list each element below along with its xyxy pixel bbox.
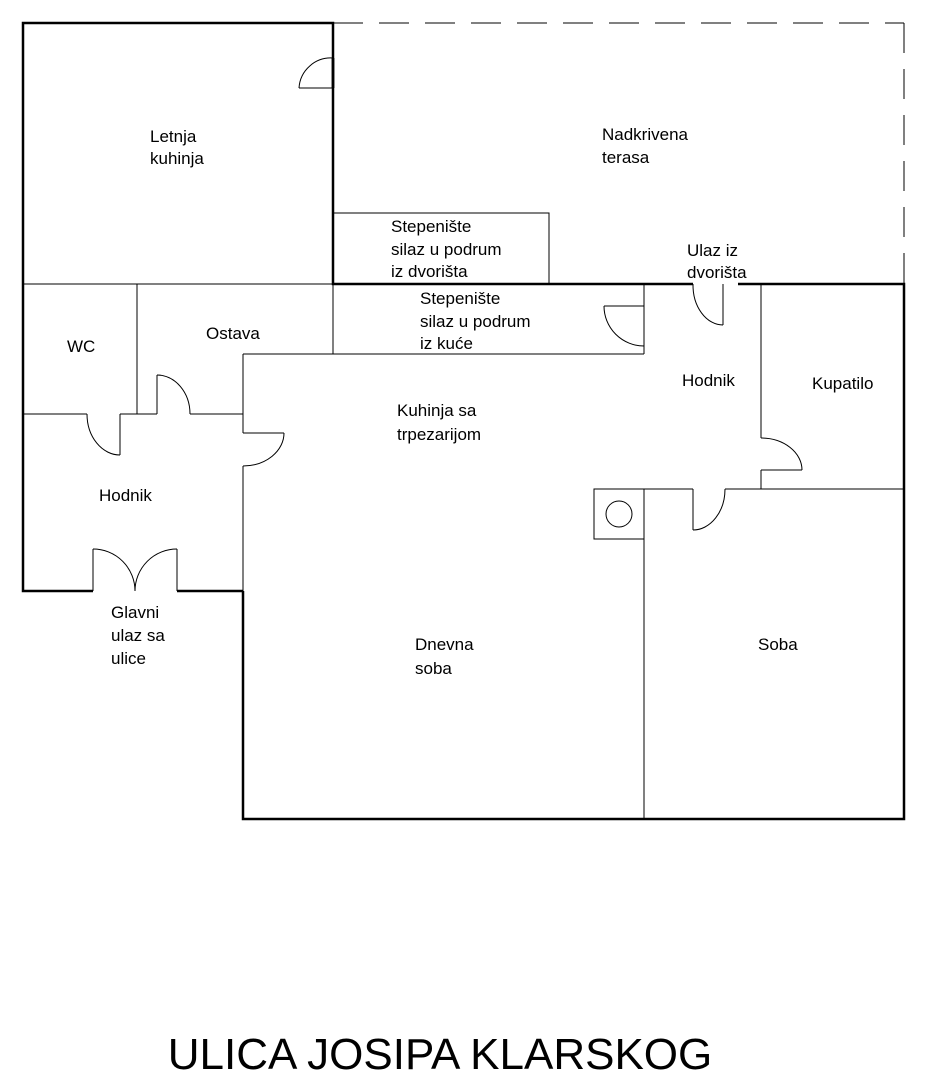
chimney: [593, 488, 645, 540]
label-kuhinja-trpezarija: Kuhinja sa trpezarijom: [397, 401, 481, 444]
label-ulaz-dvorista: Ulaz iz dvorišta: [687, 241, 747, 282]
label-dnevna-soba: Dnevna soba: [415, 635, 478, 678]
label-soba: Soba: [758, 635, 798, 654]
door-wc: [86, 413, 121, 456]
label-stepeniste-kuca: Stepenište silaz u podrum iz kuće: [420, 289, 535, 353]
label-ostava: Ostava: [206, 324, 260, 343]
label-kupatilo: Kupatilo: [812, 374, 873, 393]
label-hodnik-left: Hodnik: [99, 486, 152, 505]
label-nadkrivena-terasa: Nadkrivena terasa: [602, 125, 693, 167]
chimney-flue: [605, 500, 633, 528]
door-kupatilo: [760, 437, 803, 471]
label-stepeniste-dvoriste: Stepenište silaz u podrum iz dvorišta: [391, 217, 506, 281]
door-stepeniste-kuca: [603, 305, 645, 347]
door-glavni-ulaz: [92, 548, 178, 592]
label-hodnik-right: Hodnik: [682, 371, 735, 390]
terrace-outline: [333, 22, 905, 284]
door-ostava: [156, 374, 191, 415]
door-letnja-kuhinja: [298, 57, 334, 89]
door-soba: [692, 488, 726, 531]
label-glavni-ulaz: Glavni ulaz sa ulice: [111, 603, 170, 668]
street-label: ULICA JOSIPA KLARSKOG: [168, 1030, 713, 1079]
label-wc: WC: [67, 337, 95, 356]
door-kuhinja: [242, 432, 285, 467]
door-ulaz-dvorista: [692, 283, 724, 326]
doors: [86, 57, 803, 592]
room-labels: Letnja kuhinja Nadkrivena terasa Stepeni…: [67, 125, 873, 678]
label-letnja-kuhinja: Letnja kuhinja: [150, 127, 204, 168]
